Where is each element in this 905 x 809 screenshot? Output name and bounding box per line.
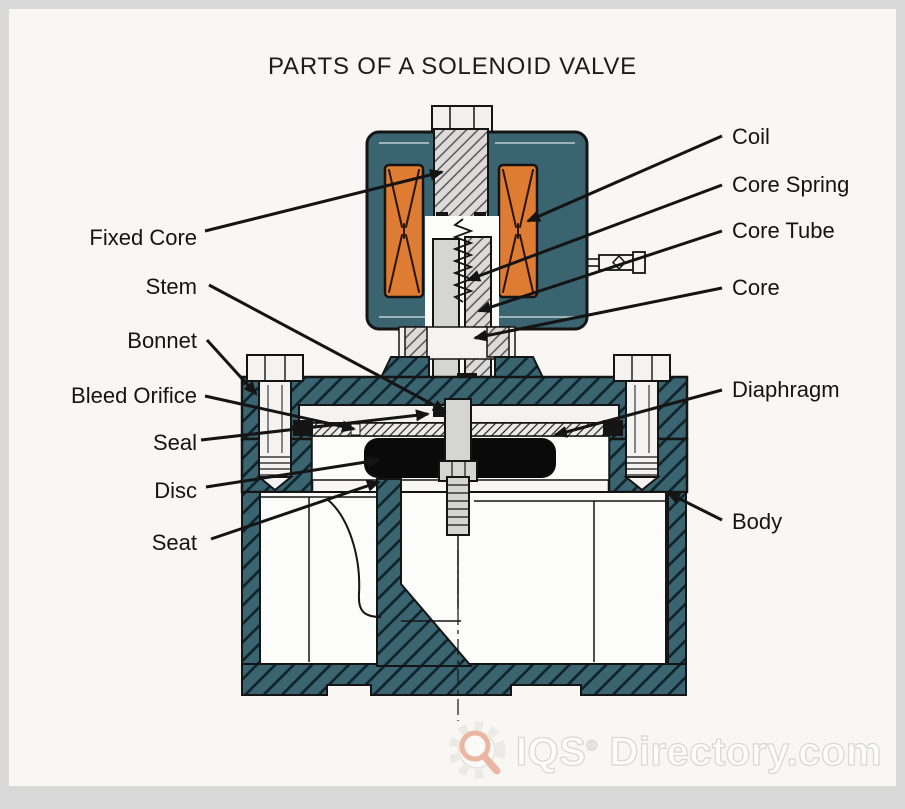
gear-magnifier-icon <box>446 722 512 782</box>
body-part <box>242 477 686 721</box>
watermark-brand: IQS <box>516 730 586 774</box>
label-bleed-orifice: Bleed Orifice <box>47 383 197 409</box>
label-core-tube: Core Tube <box>732 218 835 244</box>
label-disc: Disc <box>47 478 197 504</box>
label-seal: Seal <box>47 430 197 456</box>
label-core-spring: Core Spring <box>732 172 849 198</box>
core-assembly <box>425 129 499 401</box>
watermark-text: IQS® Directory.com <box>516 730 882 775</box>
core-tube-part <box>465 237 491 385</box>
fixed-core-part <box>434 129 488 219</box>
solenoid-valve-diagram <box>9 9 905 809</box>
label-diaphragm: Diaphragm <box>732 377 840 403</box>
label-bonnet: Bonnet <box>47 328 197 354</box>
diagram-canvas: PARTS OF A SOLENOID VALVE <box>9 9 896 786</box>
label-seat: Seat <box>47 530 197 556</box>
label-body: Body <box>732 509 782 535</box>
label-stem: Stem <box>47 274 197 300</box>
label-coil: Coil <box>732 124 770 150</box>
label-fixed-core: Fixed Core <box>47 225 197 251</box>
watermark: IQS® Directory.com <box>446 722 882 782</box>
label-core: Core <box>732 275 780 301</box>
watermark-suffix: Directory.com <box>609 730 882 774</box>
connector-part <box>587 252 645 273</box>
registered-mark: ® <box>586 737 598 754</box>
